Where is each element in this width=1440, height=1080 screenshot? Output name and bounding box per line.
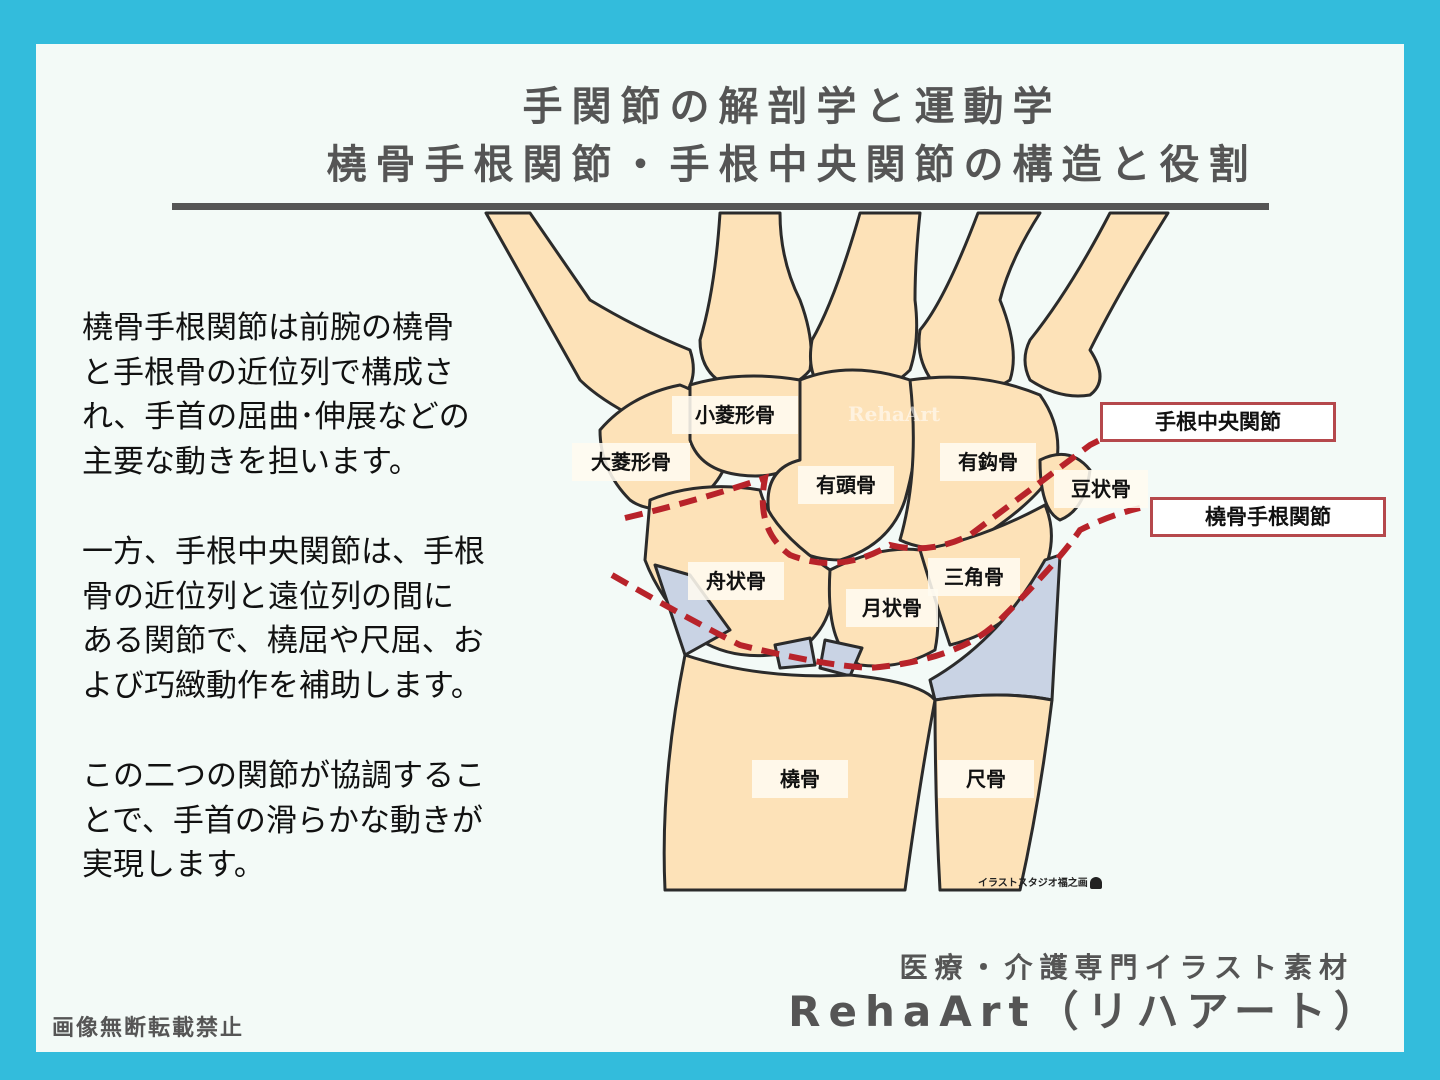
paragraph-midcarpal: 一方、手根中央関節は、手根 骨の近位列と遠位列の間に ある関節で、橈屈や尺屈、お… <box>82 534 485 704</box>
cartilage-fragment-1 <box>773 636 817 670</box>
copyright-notice: 画像無断転載禁止 <box>52 1016 245 1041</box>
label-midcarpal-joint: 手根中央関節 <box>1100 402 1336 442</box>
radiocarpal-joint-line <box>610 505 1141 672</box>
cartilage-fragment-2 <box>818 638 864 678</box>
middle-metacarpal <box>808 211 922 398</box>
illustrator-credit: イラストスタジオ福之画 <box>978 874 1102 889</box>
title-divider <box>172 203 1269 210</box>
label-ulna: 尺骨 <box>938 760 1034 798</box>
label-triquetrum: 三角骨 <box>928 558 1020 596</box>
label-trapezium: 大菱形骨 <box>572 443 690 481</box>
label-capitate: 有頭骨 <box>798 466 894 504</box>
paragraph-radiocarpal: 橈骨手根関節は前腕の橈骨 と手根骨の近位列で構成さ れ、手首の屈曲･伸展などの … <box>82 310 470 480</box>
watermark: RehaArt <box>848 402 941 426</box>
title-line-1: 手関節の解剖学と運動学 <box>522 84 1062 130</box>
label-radiocarpal-joint: 橈骨手根関節 <box>1150 497 1386 537</box>
midcarpal-joint-line <box>624 417 1142 566</box>
title-line-2: 橈骨手根関節・手根中央関節の構造と役割 <box>326 142 1258 188</box>
index-metacarpal <box>698 211 813 393</box>
studio-logo-icon <box>1089 877 1102 889</box>
little-metacarpal <box>1023 211 1170 398</box>
label-hamate: 有鈎骨 <box>940 443 1036 481</box>
credit-text: イラストスタジオ福之画 <box>978 878 1088 889</box>
label-radius: 橈骨 <box>752 760 848 798</box>
brand-tagline: 医療・介護専門イラスト素材 <box>899 951 1354 984</box>
label-pisiform: 豆状骨 <box>1054 470 1148 508</box>
brand-name: RehaArt（リハアート） <box>788 987 1384 1036</box>
ring-metacarpal <box>917 211 1042 393</box>
thumb-metacarpal <box>484 211 695 422</box>
paragraph-summary: この二つの関節が協調するこ とで、手首の滑らかな動きが 実現します。 <box>82 758 485 883</box>
label-trapezoid: 小菱形骨 <box>672 396 798 434</box>
label-scaphoid: 舟状骨 <box>688 562 784 600</box>
label-lunate: 月状骨 <box>846 589 938 627</box>
